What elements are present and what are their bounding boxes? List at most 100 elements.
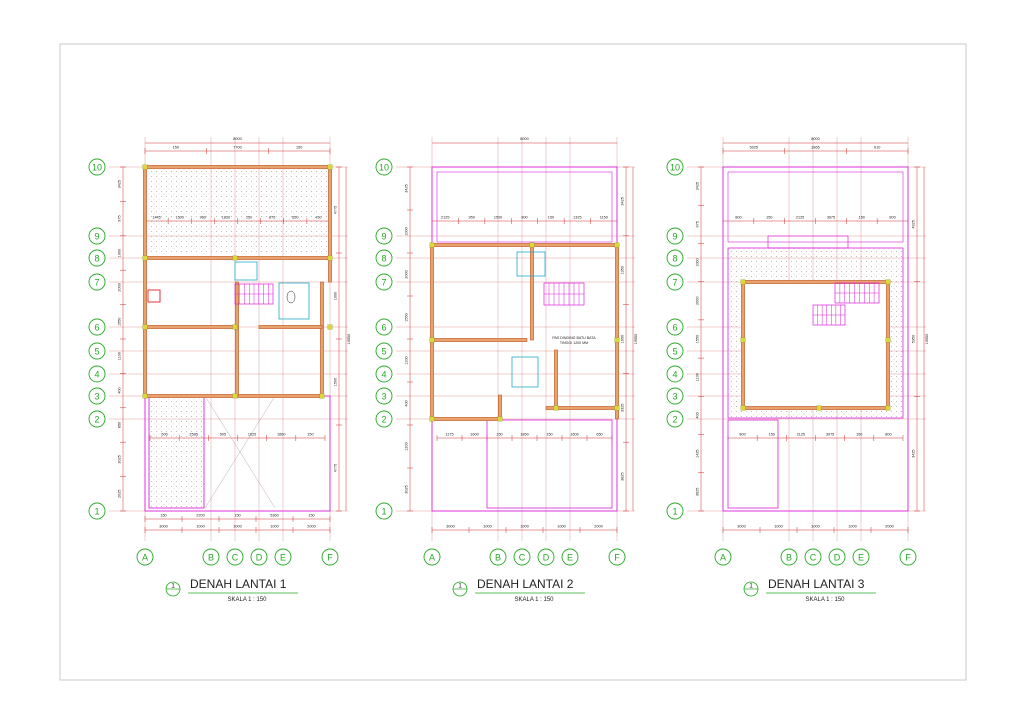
left-dims-text: 1100 [405,356,409,364]
grid-bubble-col-C-label: C [519,552,526,562]
plan-scale: SKALA 1 : 150 [805,597,845,603]
right-dims-text: 3825 [621,472,625,480]
grid-bubble-col-A [423,548,441,566]
column [327,255,333,261]
grid-bubble-row-5 [666,342,684,360]
bathroom [516,251,546,277]
bottom-grid-dims-text: 1000 [774,525,782,529]
left-dims-text: 1100 [118,352,122,360]
grid-bubble-col-A-label: A [142,552,148,562]
row-dims-text: 1660 [277,433,285,437]
grid-bubble-row-6 [88,318,106,336]
left-dims-text: 975 [118,215,122,221]
grid-bubble-row-1 [88,502,106,520]
left-dims-text: 1550 [118,318,122,326]
grid-bubble-col-F [321,548,339,566]
grid-bubble-col-B-label: B [786,552,792,562]
wall [530,244,534,341]
left-dims-text: 400 [405,400,409,406]
upper-dims-text: 150 [766,216,772,220]
upper-parapet [767,235,849,249]
left-dims-text: 400 [696,412,700,418]
grid-bubble-row-8 [666,249,684,267]
grid-bubble-row-8-label: 8 [672,253,677,263]
wall [144,165,331,169]
row-dims-text: 2125 [797,433,805,437]
grid-bubble-col-F [899,548,917,566]
carport-hatch [148,395,205,509]
column [142,164,148,170]
grid-bubble-row-9-label: 9 [672,231,677,241]
row-dims-text: 505 [220,433,226,437]
grid-bubble-row-10 [88,158,106,176]
grid-bubble-row-7-label: 7 [672,277,677,287]
left-dims-text: 1000 [405,227,409,235]
grid-bubble-row-5-label: 5 [381,346,386,356]
wall [143,166,147,259]
bottom-dims-text: 150 [308,514,314,518]
grid-bubble-col-A [714,548,732,566]
bottom-grid-dims-text: 1000 [196,525,204,529]
wall [144,256,331,260]
column [142,255,148,261]
wall [886,281,890,409]
right-dims-text: 3425 [621,197,625,205]
row-dims-text: 150 [769,433,775,437]
right-dims-text: 3325 [621,404,625,412]
grid-bubble-row-10-label: 10 [379,162,389,172]
upper-dims-text: 1150 [600,216,608,220]
overall-width-dim: 8000 [811,137,819,141]
grid-bubble-col-C [804,548,822,566]
wall [431,243,618,247]
grid-bubble-row-4-label: 4 [94,369,99,379]
upper-dims-text: 1500 [494,216,502,220]
grid-bubble-row-2-label: 2 [672,414,677,424]
plan-scale: SKALA 1 : 150 [514,597,554,603]
grid-bubble-row-10-label: 10 [92,162,102,172]
grid-bubble-col-A-label: A [429,552,435,562]
grid-bubble-col-A-label: A [720,552,726,562]
top-dims-text: 5025 [750,146,758,150]
column [232,255,238,261]
grid-bubble-row-4 [375,365,393,383]
grid-bubble-col-F [608,548,626,566]
row-dims-text: 1175 [445,433,453,437]
wall [741,281,745,409]
grid-bubble-col-D-label: D [834,552,841,562]
floor-outline [722,166,909,512]
wall [742,406,889,410]
row-dims-text: 800 [739,433,745,437]
wall [144,325,236,329]
column [429,416,435,422]
upper-dims-text: 150 [548,216,554,220]
column [885,405,891,411]
wall [235,281,239,397]
column [327,164,333,170]
left-dims-text: 2000 [696,297,700,305]
left-dims-text: 3425 [405,184,409,192]
column [740,337,746,343]
grid-bubble-col-D [828,548,846,566]
grid-bubble-row-6 [666,318,684,336]
left-dims-text: 1100 [696,373,700,381]
column [497,416,503,422]
grid-bubble-row-6 [375,318,393,336]
left-dims-text: 3025 [405,485,409,493]
grid-bubble-col-A [136,548,154,566]
grid-bubble-row-5-label: 5 [94,346,99,356]
wall [258,325,323,329]
kitchen-sink [147,289,161,303]
grid-bubble-row-1 [375,502,393,520]
bottom-grid-dims-text: 1000 [811,525,819,529]
grid-bubble-col-E-label: E [858,552,864,562]
wall [498,394,502,420]
title-callout-number: 1 [749,583,753,590]
grid-bubble-row-6-label: 6 [94,322,99,332]
grid-bubble-col-E [561,548,579,566]
floor-plan-1: 10987654321ABCDEF80001507700150144515009… [88,137,351,603]
bottom-dims-text: 150 [160,514,166,518]
right-dims-text: 5350 [912,335,916,343]
grid-bubble-row-9-label: 9 [94,231,99,241]
bottom-grid-dims-text: 1000 [520,525,528,529]
bottom-grid-dims-text: 1000 [848,525,856,529]
